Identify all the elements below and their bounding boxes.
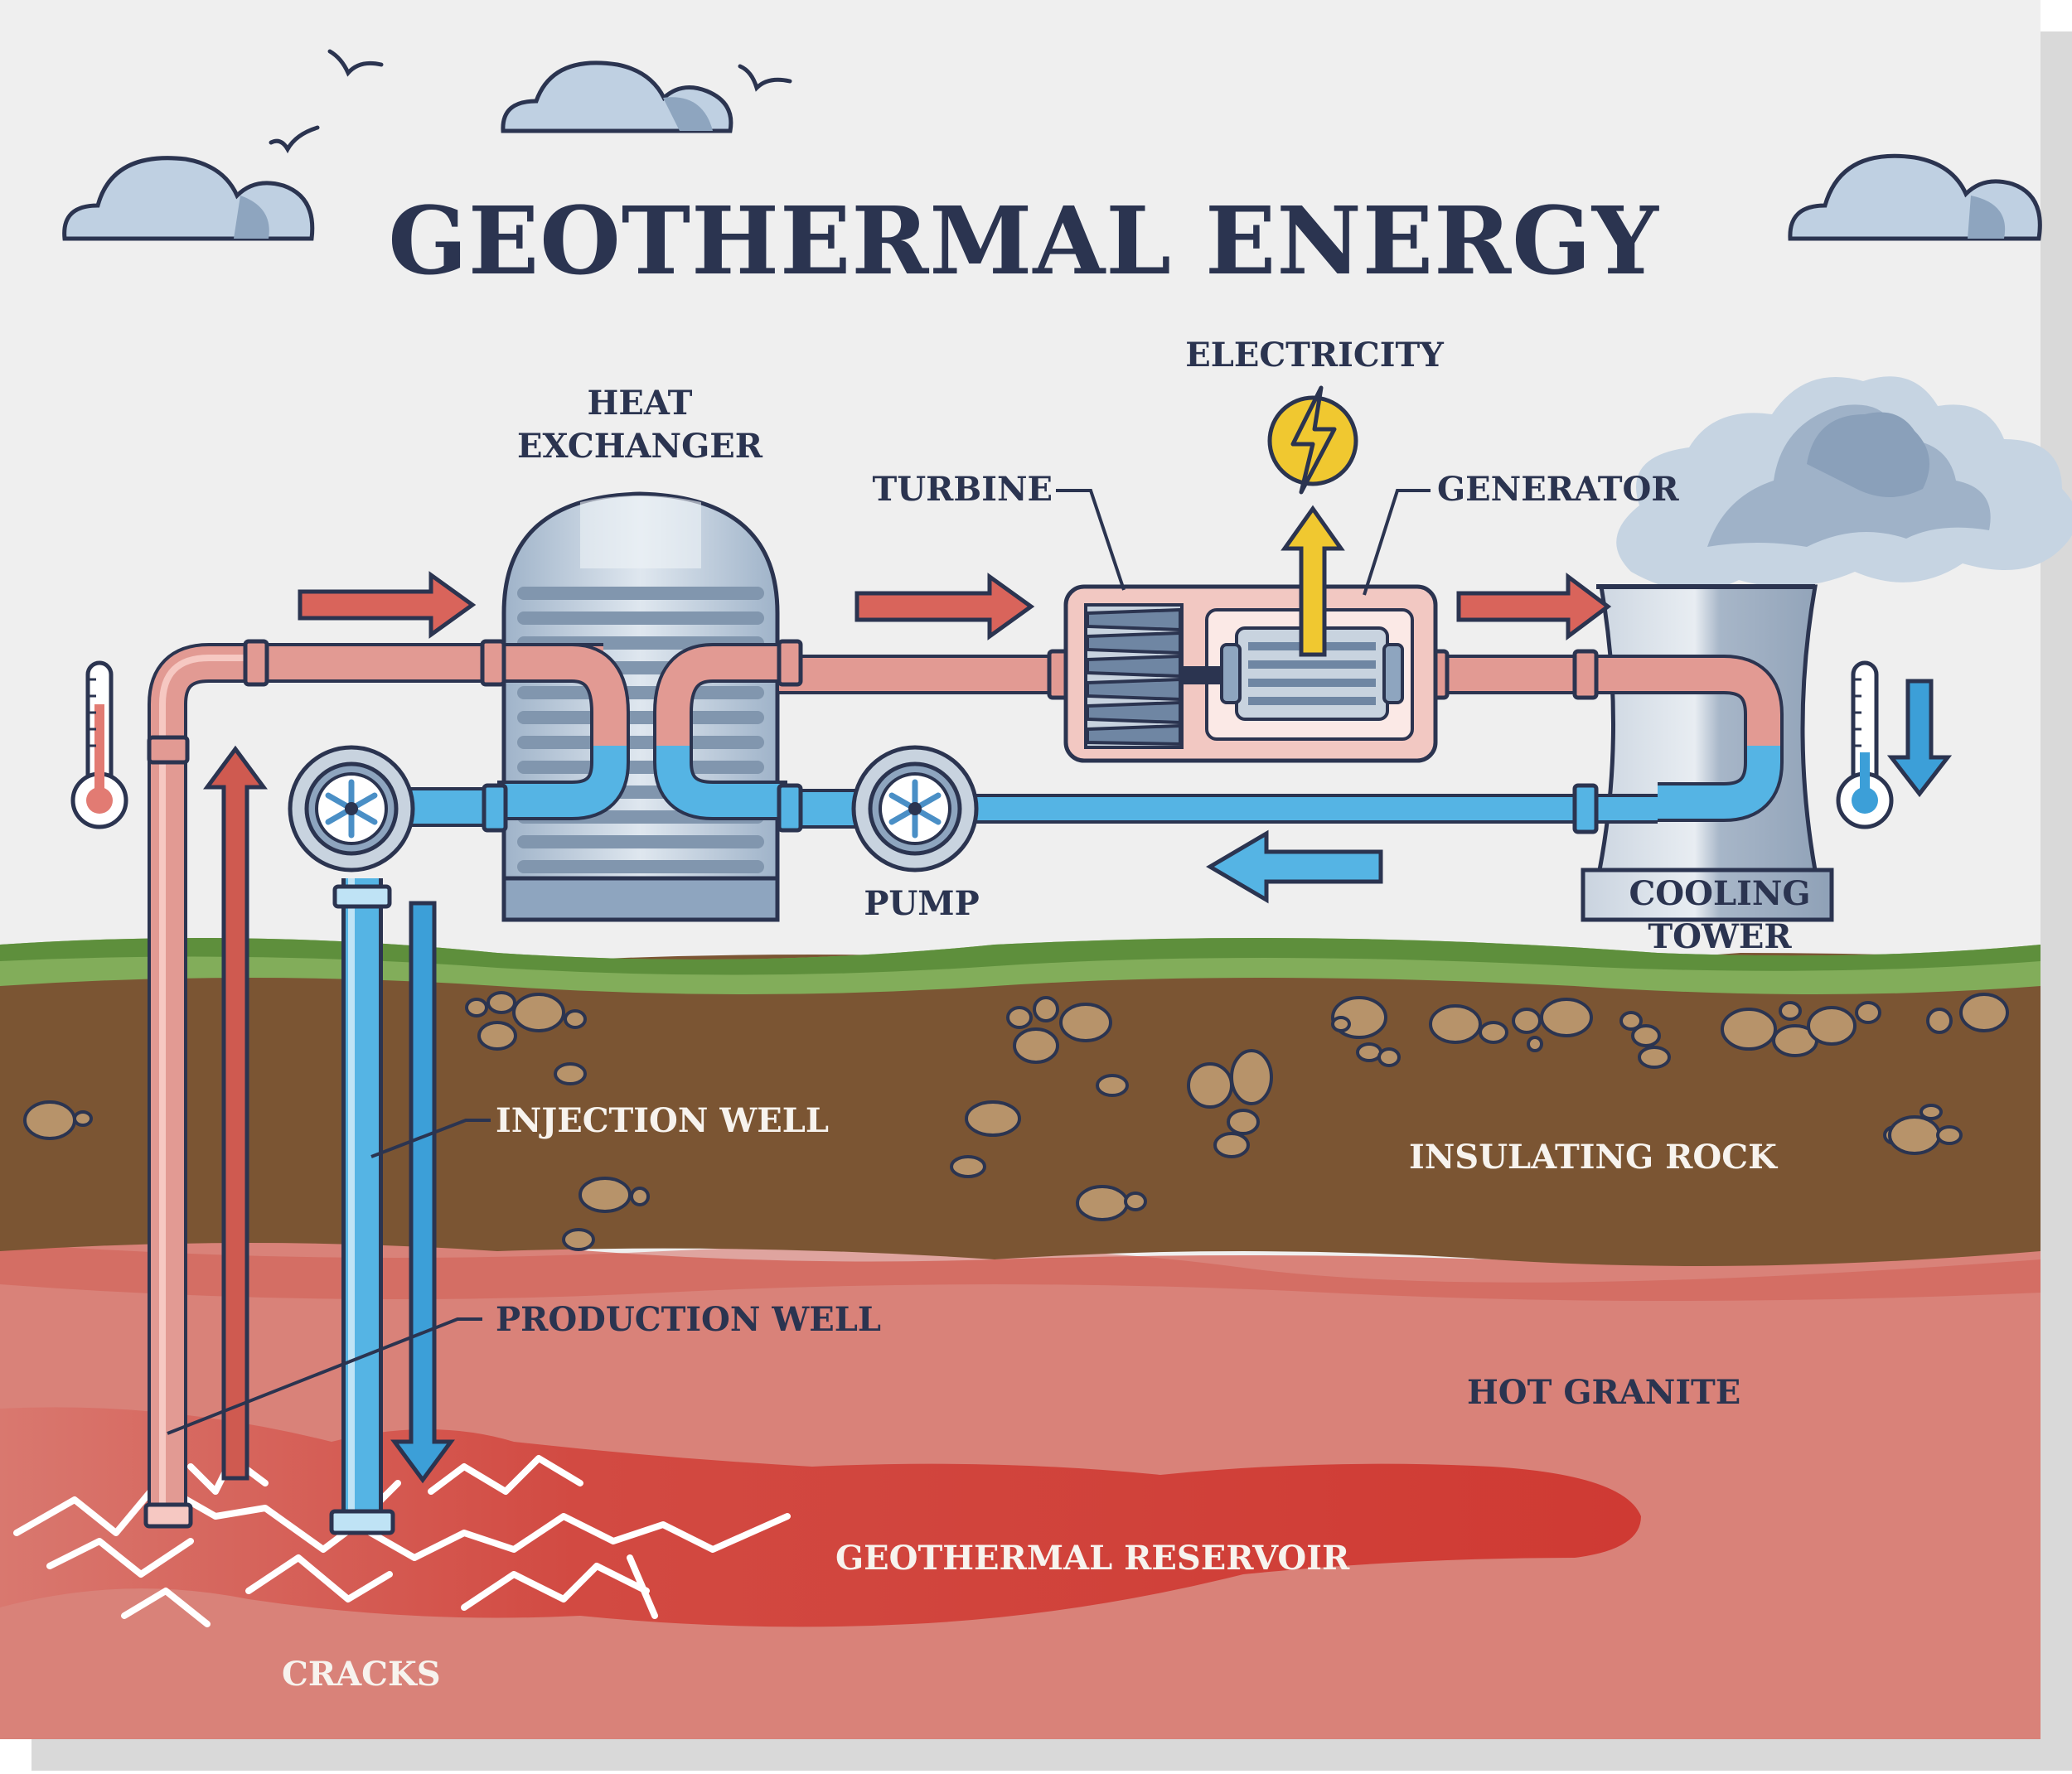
label-heat-exchanger-line1: HEAT	[587, 384, 693, 423]
grass-layer	[0, 938, 2041, 994]
flow-arrow-hot-2	[854, 573, 1035, 640]
flow-arrow-cold-return	[1206, 829, 1383, 904]
thermometer-hot-icon	[70, 660, 128, 829]
birds-icon	[269, 49, 792, 154]
electricity-up-arrow	[1280, 505, 1345, 657]
label-geothermal-reservoir: GEOTHERMAL RESERVOIR	[835, 1539, 1350, 1578]
turbine-icon	[1084, 603, 1242, 749]
injection-well-pipe	[329, 878, 395, 1535]
heat-exchanger-tank	[501, 491, 780, 922]
pebbles	[23, 991, 2009, 1251]
flow-arrow-hot-1	[298, 571, 477, 639]
cloud-icon-top	[501, 60, 733, 133]
label-turbine: TURBINE	[872, 470, 1053, 509]
hot-up-arrow	[203, 745, 268, 1481]
hot-pipe	[243, 639, 1784, 822]
label-electricity: ELECTRICITY	[1185, 336, 1444, 375]
label-cooling-tower-line2: TOWER	[1648, 917, 1792, 956]
label-hot-granite: HOT GRANITE	[1467, 1373, 1741, 1412]
label-pump: PUMP	[864, 884, 980, 923]
label-heat-exchanger-line2: EXCHANGER	[517, 427, 762, 466]
cloud-icon-left	[62, 156, 315, 241]
leader-lines	[167, 489, 1431, 1435]
label-cooling-tower-line1: COOLING	[1629, 874, 1811, 913]
label-generator: GENERATOR	[1437, 470, 1679, 509]
page-title: GEOTHERMAL ENERGY	[388, 187, 1659, 296]
electricity-bolt-icon	[1267, 385, 1358, 495]
label-insulating-rock: INSULATING ROCK	[1409, 1138, 1777, 1177]
flow-arrow-hot-3	[1456, 573, 1612, 640]
cooling-down-arrow	[1886, 679, 1953, 798]
insulating-rock-layer	[0, 953, 2041, 1266]
label-injection-well: INJECTION WELL	[496, 1101, 829, 1140]
generator-icon	[1220, 626, 1404, 721]
thermometer-cold-icon	[1836, 660, 1894, 829]
label-production-well: PRODUCTION WELL	[496, 1300, 882, 1339]
cold-down-arrow	[390, 901, 455, 1484]
pump-icon-center	[851, 745, 979, 872]
label-cracks: CRACKS	[282, 1655, 441, 1694]
pump-icon-left	[288, 745, 415, 872]
cloud-icon-right	[1788, 153, 2042, 241]
cooling-tower	[1581, 584, 1834, 922]
steam-cloud	[1616, 376, 2072, 591]
production-well-pipe	[143, 643, 265, 1529]
cracks	[13, 1455, 791, 1627]
